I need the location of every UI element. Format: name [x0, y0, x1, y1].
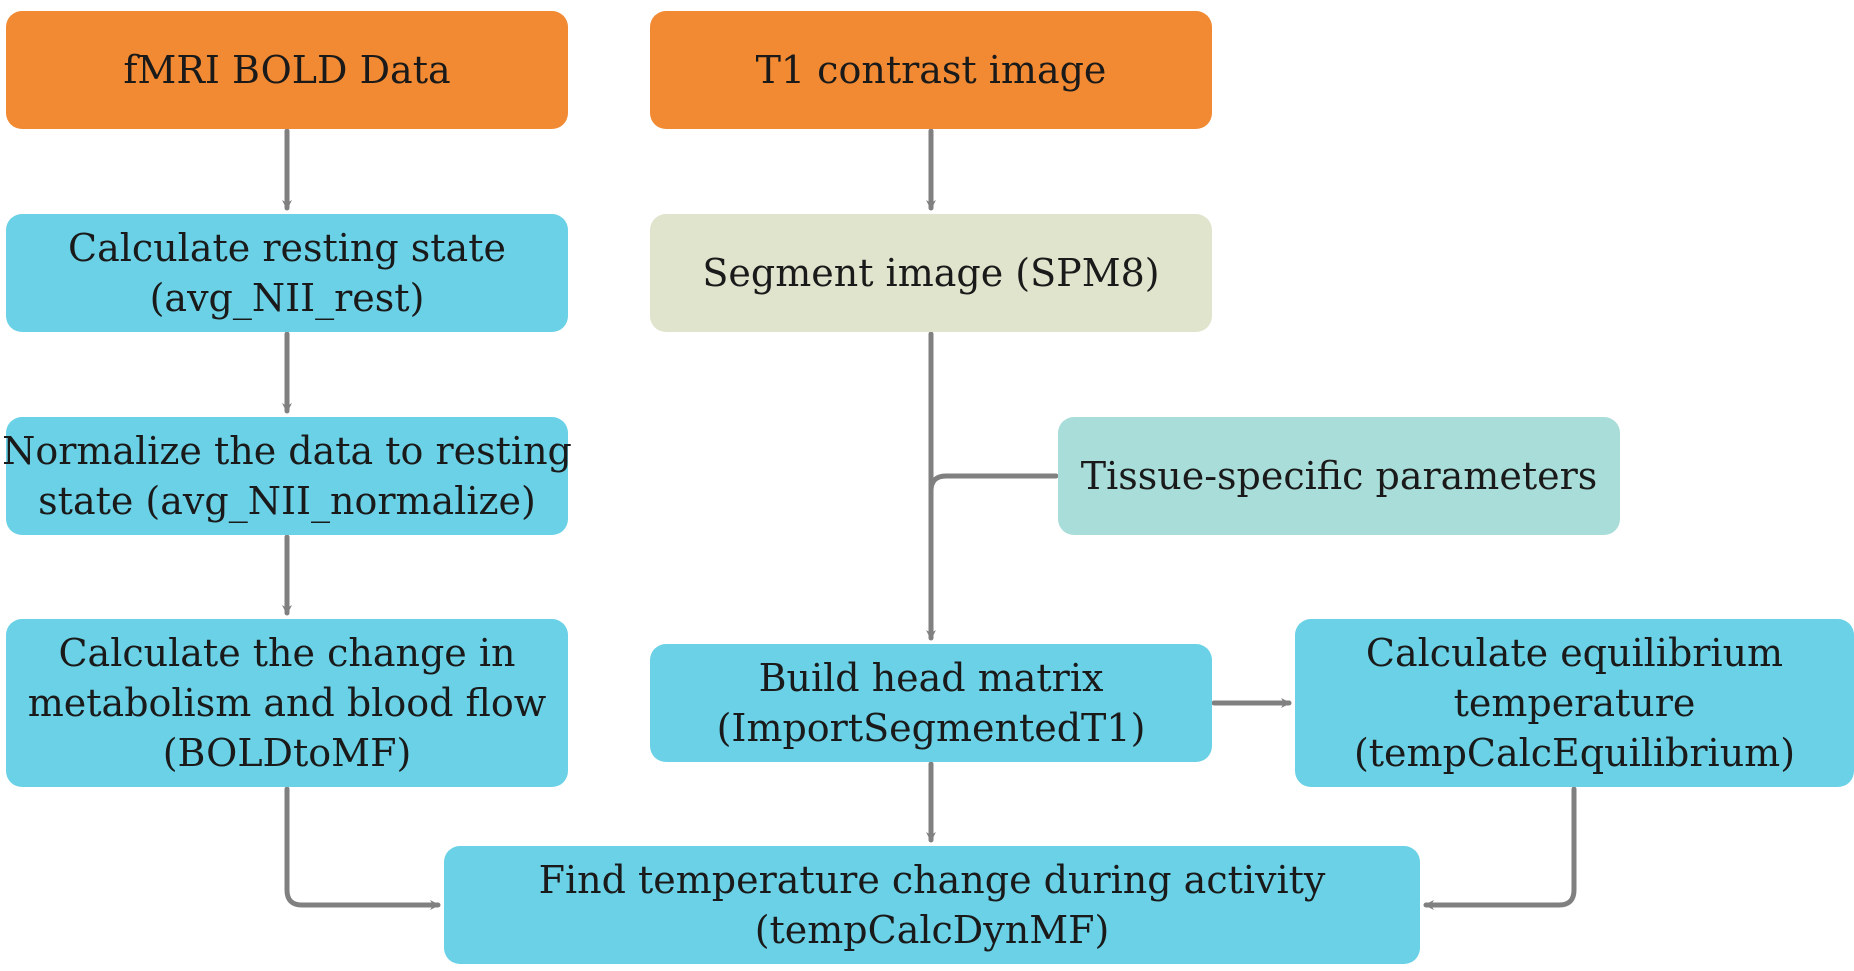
node-find-temperature-change: Find temperature change during activity …: [444, 846, 1420, 964]
node-function-name: state (avg_NII_normalize): [38, 479, 536, 523]
node-function-name: (tempCalcDynMF): [754, 908, 1110, 952]
node-label-line2: temperature: [1453, 681, 1696, 725]
node-function-name: (tempCalcEquilibrium): [1353, 731, 1796, 775]
arrow-equil-to-find: [1423, 786, 1577, 910]
node-calculate-metabolism-change: Calculate the change in metabolism and b…: [6, 619, 568, 787]
node-label: Calculate the change in: [58, 631, 516, 675]
node-label: Normalize the data to resting: [2, 429, 572, 473]
node-label-line2: metabolism and blood flow: [27, 681, 547, 725]
node-label: fMRI BOLD Data: [123, 48, 451, 92]
node-fmri-bold-data: fMRI BOLD Data: [6, 11, 568, 129]
node-function-name: (avg_NII_rest): [149, 276, 425, 320]
node-function-name: (BOLDtoMF): [162, 731, 412, 775]
node-label: T1 contrast image: [755, 48, 1107, 92]
node-calculate-equilibrium-temperature: Calculate equilibrium temperature (tempC…: [1295, 619, 1854, 787]
node-label: Calculate resting state: [68, 226, 506, 270]
node-build-head-matrix: Build head matrix (ImportSegmentedT1): [650, 644, 1212, 762]
node-label: Find temperature change during activity: [538, 858, 1326, 902]
node-normalize-data: Normalize the data to resting state (avg…: [2, 417, 572, 535]
node-label: Build head matrix: [758, 656, 1104, 700]
node-calculate-resting-state: Calculate resting state (avg_NII_rest): [6, 214, 568, 332]
node-label: Calculate equilibrium: [1365, 631, 1784, 675]
node-segment-image: Segment image (SPM8): [650, 214, 1212, 332]
connector-tissue-to-head: [928, 473, 1059, 494]
node-label: Segment image (SPM8): [702, 251, 1160, 295]
node-label: Tissue-specific parameters: [1080, 454, 1598, 498]
node-t1-contrast-image: T1 contrast image: [650, 11, 1212, 129]
node-tissue-specific-parameters: Tissue-specific parameters: [1058, 417, 1620, 535]
node-function-name: (ImportSegmentedT1): [716, 706, 1146, 750]
arrow-change-to-find: [284, 786, 441, 910]
